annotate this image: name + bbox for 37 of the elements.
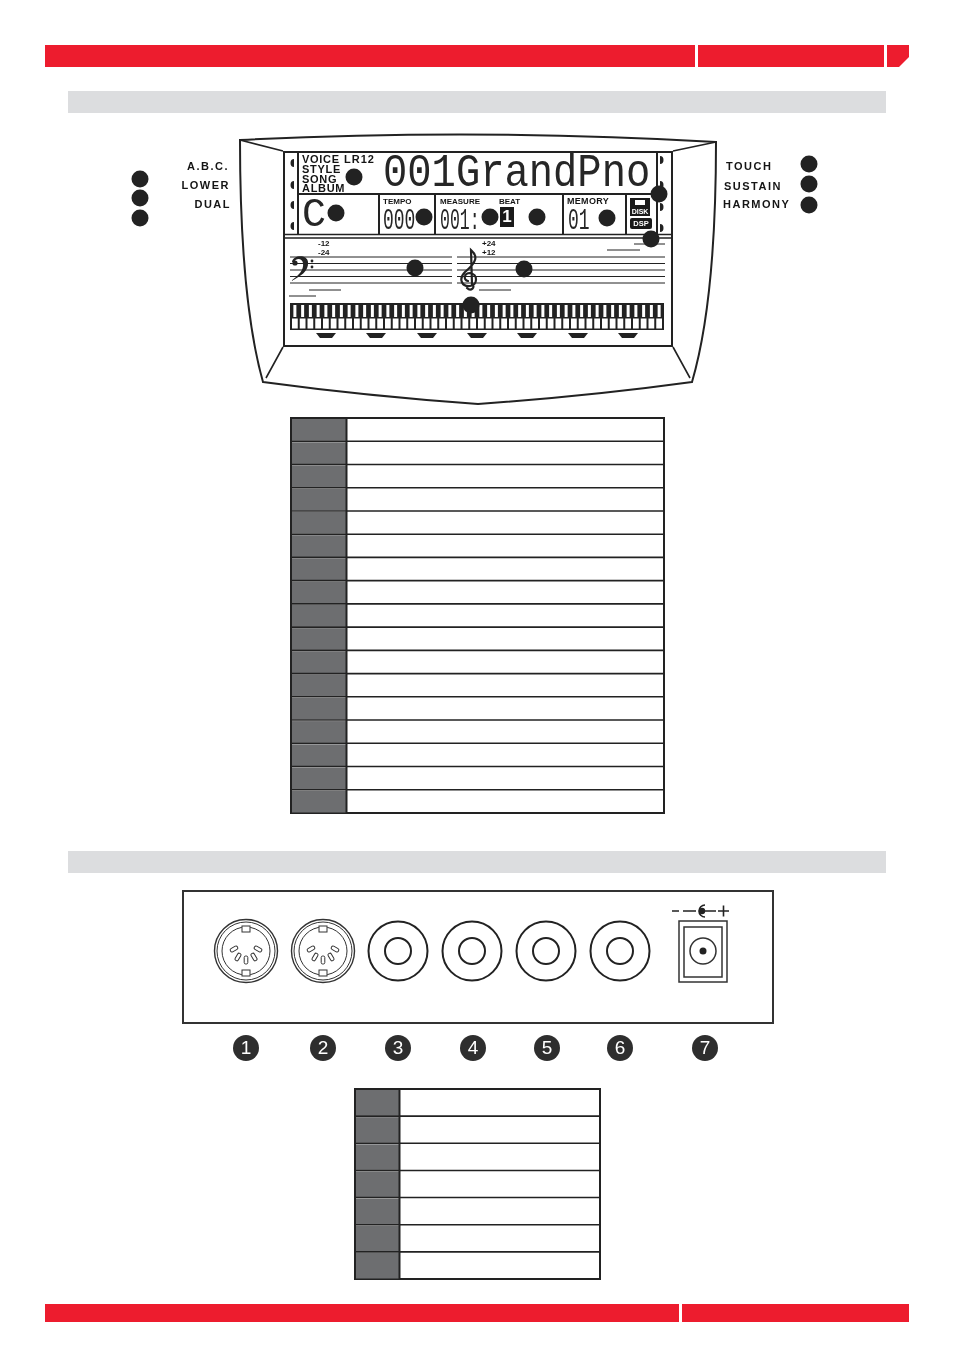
beat-indicator: 1: [500, 207, 514, 227]
field-label: BEAT: [499, 197, 521, 206]
function-label: HARMONY: [723, 198, 791, 211]
memory-field: [564, 195, 627, 235]
lcd-indicator: LR12: [344, 154, 375, 164]
chord-field: [297, 195, 380, 235]
callout-number: 4: [460, 1035, 486, 1061]
lcd-top-panel: [297, 151, 658, 195]
callout-number: 3: [385, 1035, 411, 1061]
tempo-field: [380, 195, 436, 235]
digit-readout: 000: [383, 206, 416, 236]
mode-label: ALBUM: [302, 183, 346, 193]
callout-number: 1: [233, 1035, 259, 1061]
function-label: SUSTAIN: [724, 180, 782, 193]
field-label: MEMORY: [567, 197, 609, 206]
callout-number: 5: [534, 1035, 560, 1061]
segment-display-text: 001GrandPno: [383, 151, 651, 197]
section-heading-bar: [68, 851, 886, 873]
mode-label: STYLE: [302, 164, 341, 174]
octave-label: -24: [318, 248, 330, 257]
callout-number: 7: [692, 1035, 718, 1061]
mode-label: VOICE: [302, 154, 340, 164]
field-label: TEMPO: [383, 197, 412, 206]
section-heading-bar: [68, 91, 886, 113]
function-label: DUAL: [194, 198, 231, 211]
octave-label: +12: [482, 248, 496, 257]
field-label: MEASURE: [440, 197, 480, 206]
function-label: A.B.C.: [187, 160, 229, 173]
lcd-screen: [283, 151, 673, 347]
callout-number: 2: [310, 1035, 336, 1061]
digit-readout: 001:: [440, 206, 480, 236]
digit-readout: 01: [568, 206, 590, 236]
chord-display: C: [302, 198, 326, 234]
mode-label: SONG: [302, 174, 338, 184]
function-label: LOWER: [181, 179, 230, 192]
function-label: TOUCH: [726, 160, 773, 173]
callout-number: 6: [607, 1035, 633, 1061]
